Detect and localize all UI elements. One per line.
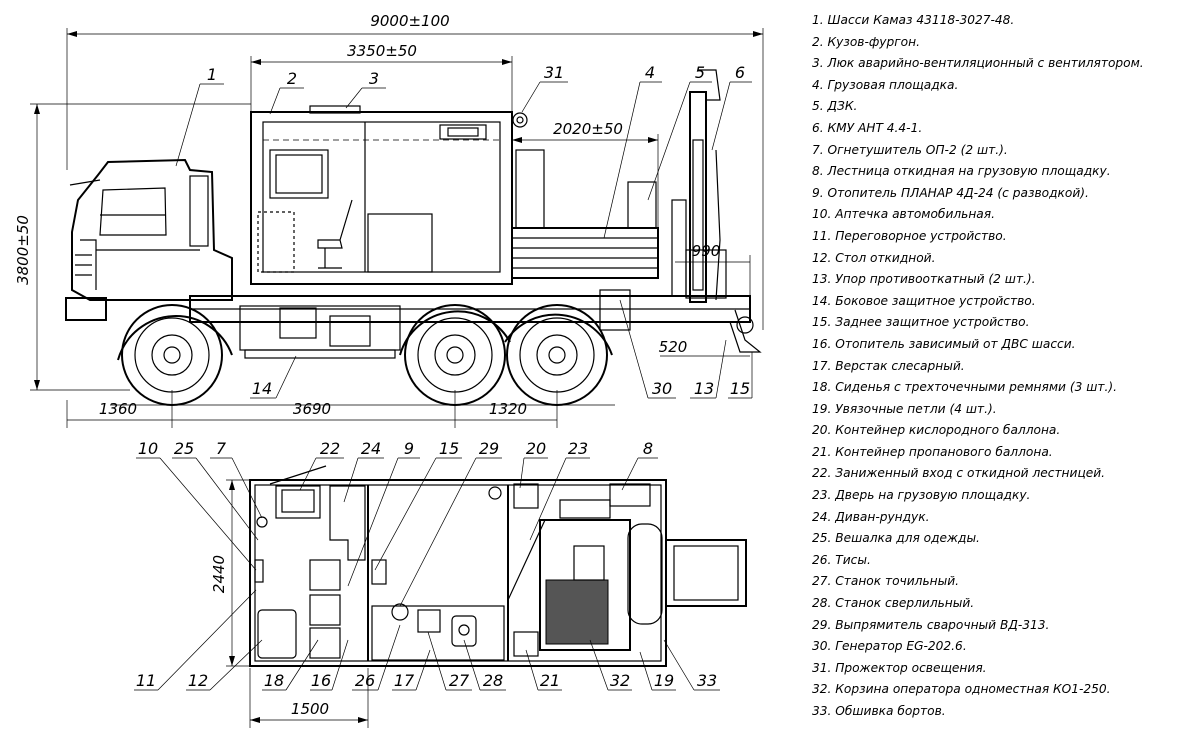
callout-24: 24 <box>361 439 381 458</box>
legend-item: 25. Вешалка для одежды. <box>812 531 980 546</box>
legend-item: 10. Аптечка автомобильная. <box>812 207 995 222</box>
rear-wheel-2 <box>504 304 613 406</box>
legend-item: 33. Обшивка бортов. <box>812 704 946 718</box>
callout-29: 29 <box>479 439 499 458</box>
callout-11: 11 <box>136 671 156 690</box>
callout-15-plan: 15 <box>439 439 459 458</box>
callout-19: 19 <box>654 671 674 690</box>
callout-18: 18 <box>264 671 284 690</box>
body-width-dim: 2440 <box>210 555 228 593</box>
legend-item: 1. Шасси Камаз 43118-3027-48. <box>812 13 1015 27</box>
callout-28: 28 <box>483 671 503 690</box>
legend-item: 29. Выпрямитель сварочный ВД-313. <box>812 617 1050 632</box>
wheelbase-dim: 3690 <box>293 400 331 418</box>
front-overhang-dim: 1360 <box>99 400 137 418</box>
legend-item: 6. КМУ АНТ 4.4-1. <box>812 120 923 135</box>
callout-9: 9 <box>404 439 414 458</box>
legend-item: 12. Стол откидной. <box>812 250 936 265</box>
callout-16: 16 <box>311 671 331 690</box>
legend-item: 4. Грузовая площадка. <box>812 77 959 92</box>
legend-list: 1. Шасси Камаз 43118-3027-48. 2. Кузов-фу… <box>812 10 1197 723</box>
axle-spacing-dim: 1320 <box>489 400 527 418</box>
callout-1: 1 <box>207 65 217 84</box>
legend-item: 31. Прожектор освещения. <box>812 660 987 675</box>
callout-25: 25 <box>174 439 194 458</box>
legend-item: 24. Диван-рундук. <box>812 509 930 524</box>
legend-item: 7. Огнетушитель ОП-2 (2 шт.). <box>812 142 1008 157</box>
callout-23: 23 <box>568 439 588 458</box>
legend-item: 14. Боковое защитное устройство. <box>812 293 1036 308</box>
overall-length-dim: 9000±100 <box>370 12 449 30</box>
callout-6: 6 <box>735 63 745 82</box>
callout-10: 10 <box>138 439 158 458</box>
plan-length-dim: 1500 <box>291 700 329 718</box>
callout-8: 8 <box>643 439 653 458</box>
callout-21: 21 <box>540 671 560 690</box>
callout-27: 27 <box>449 671 470 690</box>
body-length-dim: 3350±50 <box>347 42 417 60</box>
legend-item: 27. Станок точильный. <box>812 574 960 589</box>
legend-item: 2. Кузов-фургон. <box>812 34 920 49</box>
legend-item: 22. Заниженный вход с откидной лестницей… <box>812 466 1106 481</box>
legend-item: 15. Заднее защитное устройство. <box>812 315 1030 330</box>
callout-20: 20 <box>526 439 546 458</box>
legend-item: 23. Дверь на грузовую площадку. <box>812 488 1031 503</box>
callout-2: 2 <box>287 69 297 88</box>
callout-5: 5 <box>695 63 705 82</box>
callout-3: 3 <box>369 69 379 88</box>
side-callouts: 1 2 3 31 4 5 6 14 30 13 15 <box>175 63 753 399</box>
legend-item: 26. Тисы. <box>812 552 871 567</box>
platform-length-dim: 2020±50 <box>553 120 623 138</box>
callout-17: 17 <box>394 671 415 690</box>
front-wheel <box>117 304 233 406</box>
legend-item: 8. Лестница откидная на грузовую площадк… <box>812 164 1111 179</box>
callout-7: 7 <box>216 439 227 458</box>
legend-item: 18. Сиденья с трехточечными ремнями (3 ш… <box>812 380 1117 395</box>
legend-item: 32. Корзина оператора одноместная КО1-25… <box>812 682 1111 697</box>
side-view: 9000±100 3350±50 2020±50 3800±50 <box>14 12 764 428</box>
callout-26: 26 <box>355 671 375 690</box>
legend-item: 20. Контейнер кислородного баллона. <box>812 423 1061 438</box>
callout-22: 22 <box>320 439 340 458</box>
crane-offset-dim: 990 <box>692 242 721 260</box>
legend-item: 11. Переговорное устройство. <box>812 228 1007 243</box>
legend-item: 17. Верстак слесарный. <box>812 358 965 373</box>
legend-item: 9. Отопитель ПЛАНАР 4Д-24 (с разводкой). <box>812 185 1089 200</box>
legend-item: 16. Отопитель зависимый от ДВС шасси. <box>812 336 1076 351</box>
callout-14: 14 <box>252 379 272 398</box>
legend-item: 30. Генератор EG-202.6. <box>812 639 967 654</box>
callout-15: 15 <box>730 379 750 398</box>
callout-33: 33 <box>697 671 717 690</box>
callout-32: 32 <box>610 671 630 690</box>
callout-12: 12 <box>188 671 208 690</box>
legend-item: 28. Станок сверлильный. <box>812 596 975 611</box>
callout-13: 13 <box>694 379 714 398</box>
callout-30: 30 <box>652 379 672 398</box>
plan-view: 2440 1500 <box>134 439 747 728</box>
legend-item: 3. Люк аварийно-вентиляционный с вентиля… <box>812 56 1144 71</box>
callout-31: 31 <box>544 63 564 82</box>
technical-drawing: 9000±100 3350±50 2020±50 3800±50 <box>14 12 764 728</box>
legend-item: 19. Увязочные петли (4 шт.). <box>812 401 997 416</box>
height-dim: 3800±50 <box>14 215 32 285</box>
legend-item: 13. Упор противооткатный (2 шт.). <box>812 272 1036 287</box>
rear-offset-dim: 520 <box>659 338 688 356</box>
callout-4: 4 <box>645 63 655 82</box>
legend-item: 5. ДЗК. <box>812 99 858 114</box>
legend-item: 21. Контейнер пропанового баллона. <box>812 444 1053 459</box>
plan-top-callouts: 10 25 7 22 24 9 15 29 20 23 8 <box>136 439 658 607</box>
plan-bottom-callouts: 11 12 18 16 26 17 27 28 21 32 19 33 <box>134 589 720 691</box>
